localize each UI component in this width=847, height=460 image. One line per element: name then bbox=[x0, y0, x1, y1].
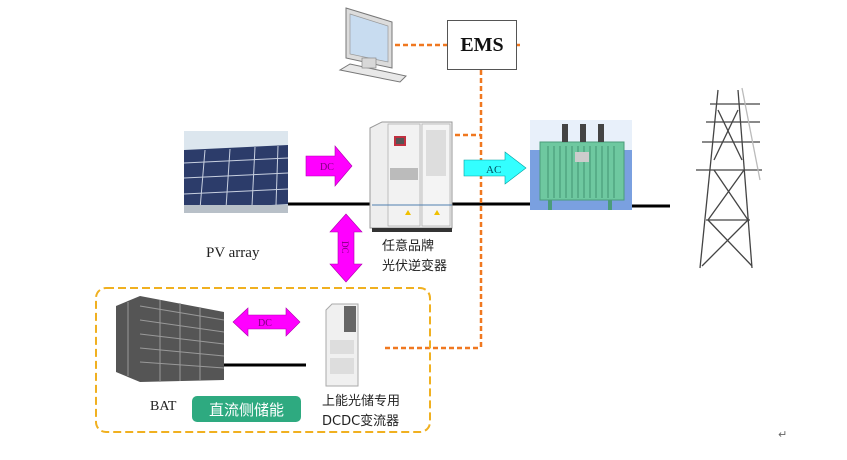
ac-arrow-inverter-transformer bbox=[463, 151, 527, 185]
inverter-label: 任意品牌 光伏逆变器 bbox=[382, 237, 447, 277]
paragraph-return-mark: ↵ bbox=[778, 428, 788, 441]
dcdc-label-line1: 上能光储专用 bbox=[322, 394, 401, 409]
computer-monitor-icon bbox=[338, 7, 408, 83]
bat-label: BAT bbox=[150, 399, 177, 414]
dcdc-label-line2: DCDC变流器 bbox=[322, 414, 400, 429]
transformer-icon bbox=[530, 120, 632, 210]
dc-label-inverter-storage: DC bbox=[340, 241, 350, 254]
storage-group-border bbox=[95, 287, 431, 433]
dcdc-label: 上能光储专用 DCDC变流器 bbox=[322, 392, 400, 432]
dc-arrow-inverter-storage bbox=[329, 213, 363, 283]
transmission-tower-icon bbox=[696, 87, 762, 269]
inverter-label-line1: 任意品牌 bbox=[382, 239, 435, 254]
battery-rack-icon bbox=[116, 296, 225, 382]
dc-arrow-bat-dcdc bbox=[232, 307, 301, 337]
comm-lines bbox=[385, 43, 520, 350]
ems-label: EMS bbox=[460, 33, 504, 56]
pv-array-label: PV array bbox=[206, 245, 260, 261]
dcdc-converter-icon bbox=[325, 303, 359, 387]
dc-label-bat-dcdc: DC bbox=[258, 318, 272, 329]
dc-side-storage-badge: 直流侧储能 bbox=[192, 396, 301, 422]
ac-label-inverter-transformer: AC bbox=[486, 164, 501, 176]
ems-box: EMS bbox=[447, 20, 517, 70]
dc-label-pv-inverter: DC bbox=[320, 162, 334, 173]
solar-panel-icon bbox=[183, 131, 289, 213]
inverter-cabinet-icon bbox=[369, 121, 453, 232]
inverter-label-line2: 光伏逆变器 bbox=[382, 259, 448, 274]
dc-arrow-pv-inverter bbox=[305, 145, 353, 187]
